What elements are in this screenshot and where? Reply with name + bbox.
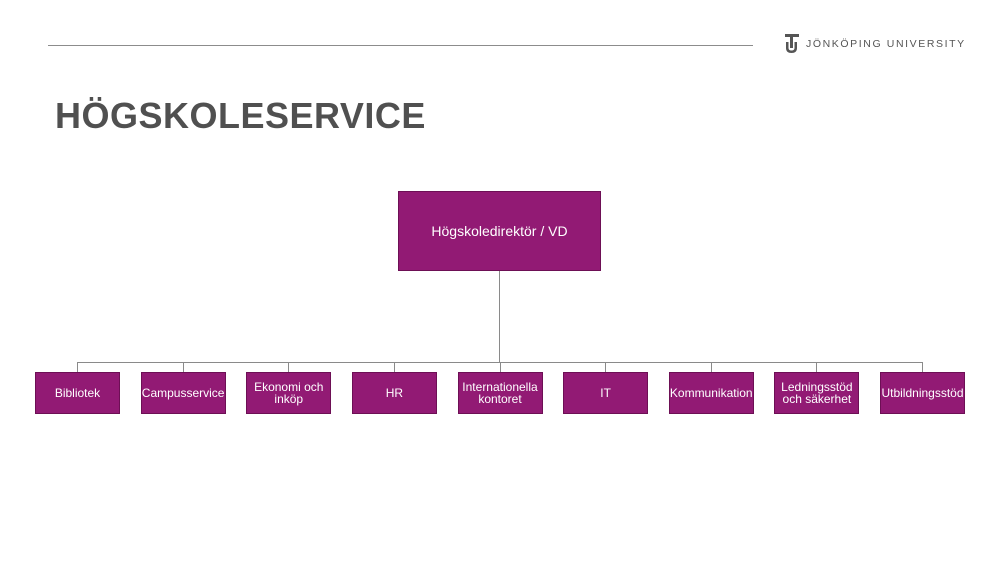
connector-drop — [77, 362, 78, 372]
connector-drop — [816, 362, 818, 372]
org-box-unit: Bibliotek — [35, 372, 120, 414]
connector-drop — [922, 362, 923, 372]
connector-drop — [288, 362, 290, 372]
connector-drop — [393, 362, 395, 372]
university-logo-icon — [785, 34, 799, 53]
org-box-unit: Campusservice — [140, 372, 226, 414]
page-title: HÖGSKOLESERVICE — [55, 95, 426, 136]
university-logo: JÖNKÖPING UNIVERSITY — [784, 34, 966, 54]
org-box-unit: IT — [563, 372, 649, 414]
connector-drop — [182, 362, 184, 372]
org-box-unit: Ledningsstöd och säkerhet — [774, 372, 860, 414]
header-rule — [48, 45, 753, 46]
org-box-unit: Ekonomi och inköp — [246, 372, 332, 414]
connector-drop — [499, 362, 501, 372]
org-box-unit: Utbildningsstöd — [880, 372, 965, 414]
connector-trunk — [499, 271, 501, 362]
university-logo-text: JÖNKÖPING UNIVERSITY — [806, 38, 966, 50]
org-box-unit: HR — [351, 372, 437, 414]
org-box-unit: Internationella kontoret — [457, 372, 543, 414]
connector-drop — [710, 362, 712, 372]
connector-drop — [605, 362, 607, 372]
org-box-top: Högskoledirektör / VD — [398, 191, 601, 271]
org-box-unit: Kommunikation — [668, 372, 754, 414]
